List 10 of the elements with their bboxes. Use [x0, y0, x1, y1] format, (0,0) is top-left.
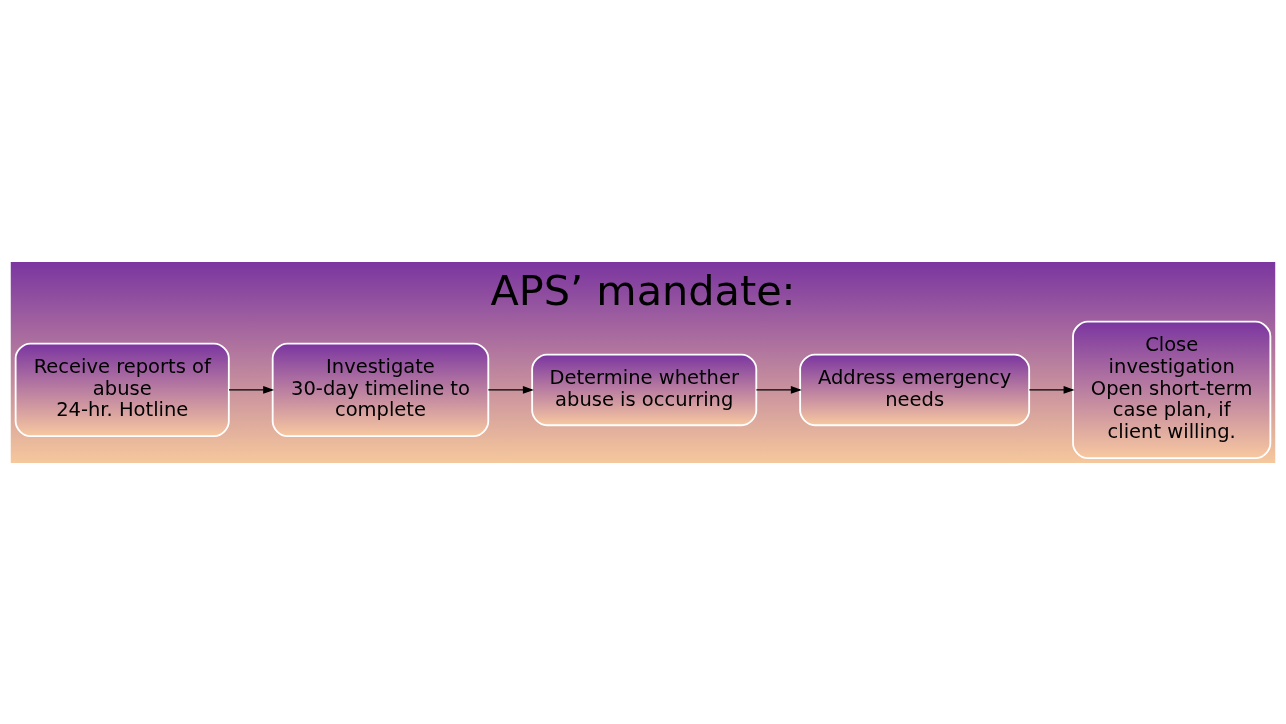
- node-box: Determine whether abuse is occurring: [531, 353, 758, 426]
- arrow: [755, 385, 802, 394]
- arrow: [1028, 385, 1075, 394]
- node-box: Investigate 30-day timeline to complete: [271, 342, 490, 437]
- arrow: [487, 385, 534, 394]
- arrow: [228, 385, 275, 394]
- node-box: Close investigation Open short-term case plan, if client willing.: [1072, 320, 1272, 459]
- node-box: Receive reports of abuse 24-hr. Hotline: [14, 342, 230, 437]
- node-box: Address emergency needs: [799, 353, 1031, 426]
- diagram-title: APS’ mandate:: [490, 266, 796, 315]
